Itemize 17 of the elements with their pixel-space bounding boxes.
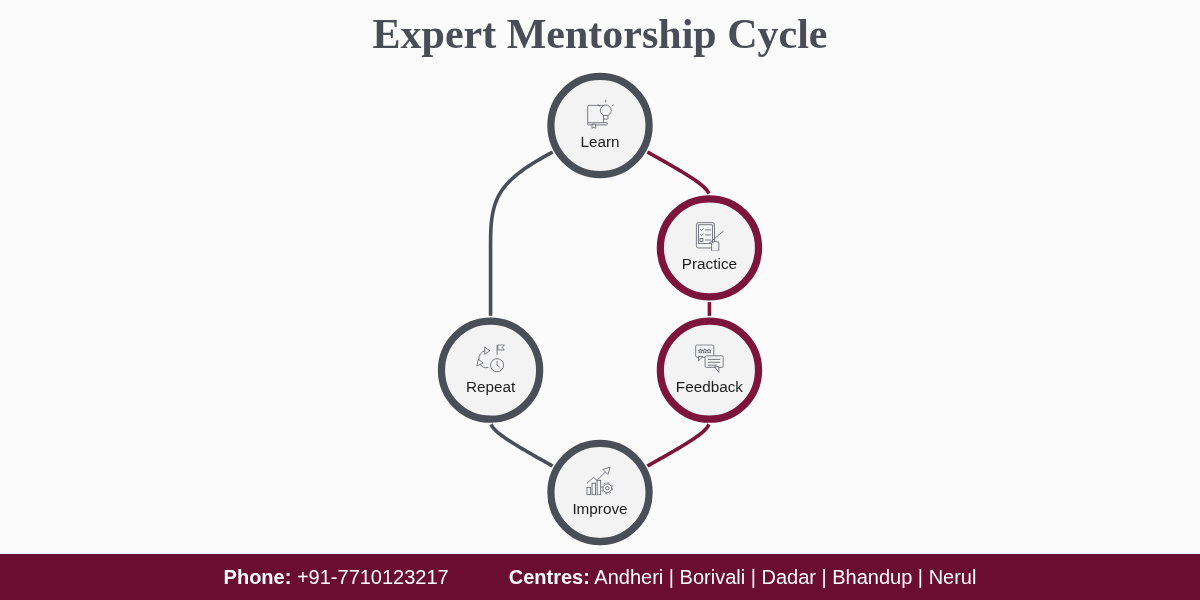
step-label: Repeat — [464, 377, 517, 397]
footer-text: Phone: +91-7710123217 — [223, 565, 449, 589]
step-circle — [547, 439, 653, 546]
connector-line — [646, 423, 711, 468]
connector-line — [489, 423, 554, 468]
step-label: Feedback — [674, 377, 744, 397]
step-label: Practice — [680, 254, 739, 275]
diagram-title: Expert Mentorship Cycle — [372, 10, 828, 58]
step-label: Improve — [571, 499, 629, 520]
connector-line — [646, 150, 711, 195]
step-circle — [656, 317, 763, 423]
step-circle — [547, 72, 653, 179]
step-label: Learn — [579, 132, 621, 153]
connector-line — [488, 150, 554, 316]
footer-text: Centres: Andheri | Borivali | Dadar | Bhandup | Nerul — [508, 565, 977, 589]
step-circle — [656, 195, 763, 301]
step-circle — [437, 317, 544, 423]
